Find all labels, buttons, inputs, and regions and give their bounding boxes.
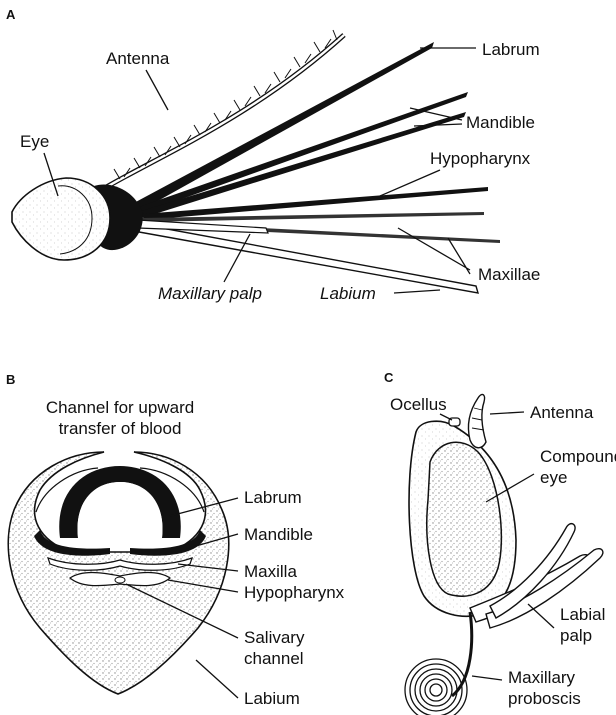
panel-b: B Channel for upward transfer of blood L… <box>6 372 345 708</box>
panel-c: C Ocellus Antenna Compound eye <box>384 370 616 715</box>
labrum-stylet <box>132 42 434 212</box>
label-labial-line2: palp <box>560 626 592 645</box>
label-b-maxilla: Maxilla <box>244 562 297 581</box>
maxillary-proboscis-coil <box>405 659 467 715</box>
panel-a: A <box>6 7 540 303</box>
label-mandible: Mandible <box>466 113 535 132</box>
label-channel-line2: transfer of blood <box>59 419 182 438</box>
label-channel-line1: Channel for upward <box>46 398 194 417</box>
label-salivary-line2: channel <box>244 649 304 668</box>
c-antenna-shape <box>468 395 486 448</box>
labium-stylet <box>139 224 478 293</box>
leader-antenna <box>146 70 168 110</box>
label-labial-line1: Labial <box>560 605 605 624</box>
leader-labium <box>394 290 440 293</box>
eye-shape <box>12 178 110 260</box>
label-c-antenna: Antenna <box>530 403 594 422</box>
label-b-labrum: Labrum <box>244 488 302 507</box>
label-salivary-line1: Salivary <box>244 628 305 647</box>
label-compound-line2: eye <box>540 468 567 487</box>
leader-c-antenna <box>490 412 524 414</box>
label-maxillae: Maxillae <box>478 265 540 284</box>
panel-a-head <box>12 178 143 260</box>
salivary-channel-lumen <box>115 577 125 583</box>
label-labrum: Labrum <box>482 40 540 59</box>
label-maxillary-palp: Maxillary palp <box>158 284 262 303</box>
label-b-labium: Labium <box>244 689 300 708</box>
leader-labial-palp <box>528 604 554 628</box>
label-eye: Eye <box>20 132 49 151</box>
label-ocellus: Ocellus <box>390 395 447 414</box>
label-b-mandible: Mandible <box>244 525 313 544</box>
panel-b-letter: B <box>6 372 15 387</box>
panel-a-letter: A <box>6 7 16 22</box>
leader-ocellus <box>440 414 452 420</box>
label-antenna: Antenna <box>106 49 170 68</box>
leader-maxillary-proboscis <box>472 676 502 680</box>
label-compound-line1: Compound <box>540 447 616 466</box>
label-maxillary-line1: Maxillary <box>508 668 576 687</box>
leader-maxillae <box>398 228 470 274</box>
leader-b-labium <box>196 660 238 698</box>
proboscis-stalk <box>452 612 472 696</box>
label-labium: Labium <box>320 284 376 303</box>
panel-c-letter: C <box>384 370 394 385</box>
label-hypopharynx: Hypopharynx <box>430 149 531 168</box>
label-maxillary-line2: proboscis <box>508 689 581 708</box>
label-b-hypopharynx: Hypopharynx <box>244 583 345 602</box>
